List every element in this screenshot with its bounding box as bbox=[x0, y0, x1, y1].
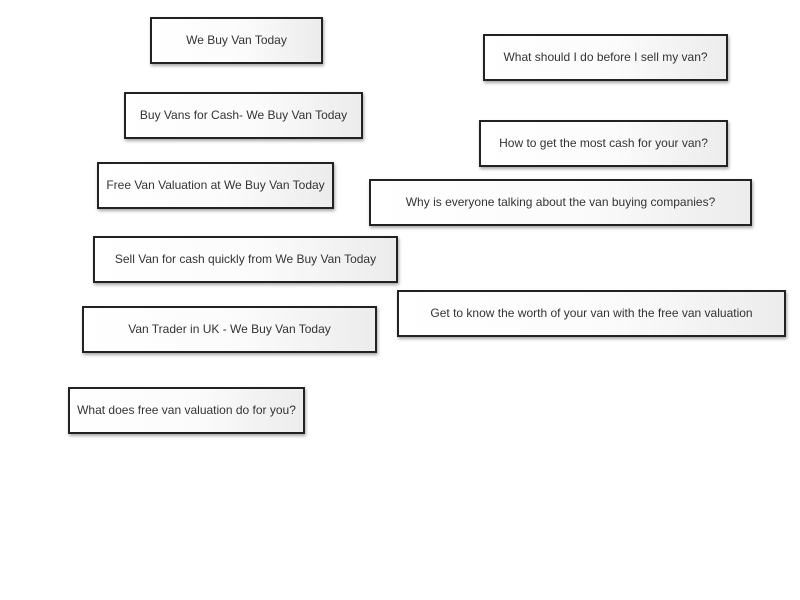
link-label: What does free van valuation do for you? bbox=[77, 403, 296, 418]
link-label: Van Trader in UK - We Buy Van Today bbox=[128, 322, 331, 337]
link-label: Get to know the worth of your van with t… bbox=[430, 306, 753, 321]
link-label: We Buy Van Today bbox=[186, 33, 287, 48]
link-label: Why is everyone talking about the van bu… bbox=[405, 195, 716, 210]
link-label: Free Van Valuation at We Buy Van Today bbox=[106, 178, 325, 193]
link-sell-van-for-cash[interactable]: Sell Van for cash quickly from We Buy Va… bbox=[93, 236, 398, 283]
link-label: Buy Vans for Cash- We Buy Van Today bbox=[139, 108, 348, 123]
link-we-buy-van-today[interactable]: We Buy Van Today bbox=[150, 17, 323, 64]
link-worth-of-your-van[interactable]: Get to know the worth of your van with t… bbox=[397, 290, 786, 337]
link-van-buying-companies[interactable]: Why is everyone talking about the van bu… bbox=[369, 179, 752, 226]
link-what-to-do-before-selling[interactable]: What should I do before I sell my van? bbox=[483, 34, 728, 81]
link-most-cash-for-van[interactable]: How to get the most cash for your van? bbox=[479, 120, 728, 167]
link-free-van-valuation[interactable]: Free Van Valuation at We Buy Van Today bbox=[97, 162, 334, 209]
link-van-trader-uk[interactable]: Van Trader in UK - We Buy Van Today bbox=[82, 306, 377, 353]
link-buy-vans-for-cash[interactable]: Buy Vans for Cash- We Buy Van Today bbox=[124, 92, 363, 139]
link-what-free-valuation-does[interactable]: What does free van valuation do for you? bbox=[68, 387, 305, 434]
link-label: How to get the most cash for your van? bbox=[499, 136, 708, 151]
link-label: Sell Van for cash quickly from We Buy Va… bbox=[114, 252, 377, 267]
link-label: What should I do before I sell my van? bbox=[503, 50, 708, 65]
